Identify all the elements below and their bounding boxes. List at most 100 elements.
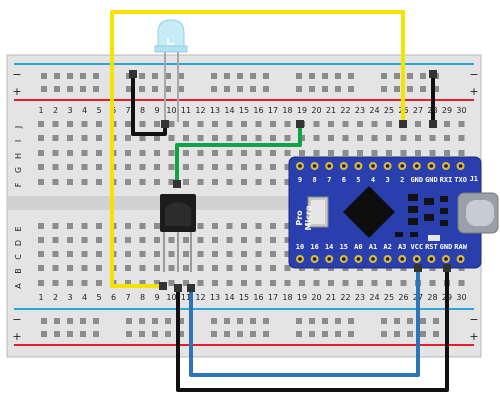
rail-hole <box>93 73 99 79</box>
rail-hole <box>237 318 243 324</box>
terminal-hole <box>67 265 73 271</box>
rail-hole <box>322 73 328 79</box>
column-number-top: 9 <box>154 106 159 115</box>
rail-hole <box>407 318 413 324</box>
row-letter-lower: D <box>14 240 23 246</box>
column-number-top: 4 <box>82 106 87 115</box>
terminal-hole <box>52 150 59 156</box>
terminal-hole <box>241 179 247 185</box>
terminal-hole <box>197 251 204 257</box>
terminal-hole <box>458 135 465 141</box>
rail-hole <box>348 331 354 337</box>
j1-label: J1 <box>470 175 478 183</box>
terminal-hole <box>139 164 146 170</box>
column-number-top: 17 <box>268 106 278 115</box>
terminal-hole <box>197 121 204 127</box>
arduino-pin-hole <box>342 257 346 261</box>
terminal-hole <box>67 251 73 257</box>
wire-blue <box>189 268 420 377</box>
rail-hole <box>420 73 426 79</box>
column-number-top: 19 <box>297 106 307 115</box>
terminal-hole <box>168 135 175 141</box>
terminal-hole <box>139 179 146 185</box>
ir-receiver <box>160 194 196 272</box>
terminal-hole <box>183 265 189 271</box>
rail-hole <box>309 331 315 337</box>
column-number-bottom: 7 <box>125 293 130 302</box>
terminal-hole <box>38 135 44 141</box>
terminal-hole <box>313 280 320 286</box>
terminal-hole <box>38 280 44 286</box>
terminal-hole <box>270 237 276 243</box>
column-number-bottom: 15 <box>239 293 249 302</box>
terminal-hole <box>212 280 218 286</box>
rail-hole <box>211 318 217 324</box>
arduino-bottom-pin-label: RAW <box>454 243 467 251</box>
rail-hole <box>394 318 400 324</box>
wire-yellow <box>110 10 405 288</box>
arduino-bottom-pin-label: 14 <box>325 243 333 251</box>
terminal-hole <box>197 164 204 170</box>
terminal-hole <box>183 135 189 141</box>
terminal-hole <box>81 121 88 127</box>
terminal-hole <box>241 135 247 141</box>
terminal-hole <box>270 150 276 156</box>
rail-hole <box>381 331 387 337</box>
board-name-pro: Pro <box>295 210 304 226</box>
terminal-hole <box>38 150 44 156</box>
rail-hole <box>67 318 73 324</box>
row-letter-upper: J <box>14 126 23 129</box>
arduino-pin-hole <box>429 257 434 261</box>
terminal-hole <box>168 280 175 286</box>
arduino-pin-hole <box>444 257 448 261</box>
rail-hole <box>263 318 269 324</box>
terminal-hole <box>139 223 146 229</box>
rail-hole <box>211 73 217 79</box>
rail-hole <box>165 331 171 337</box>
terminal-hole <box>386 280 392 286</box>
terminal-hole <box>139 237 146 243</box>
terminal-hole <box>371 135 378 141</box>
column-number-bottom: 10 <box>166 293 176 302</box>
terminal-hole <box>168 265 175 271</box>
terminal-hole <box>270 265 276 271</box>
column-number-bottom: 28 <box>427 293 437 302</box>
terminal-hole <box>212 121 218 127</box>
rail-hole <box>433 331 439 337</box>
arduino-bottom-pin-label: A0 <box>354 243 362 251</box>
terminal-hole <box>342 150 349 156</box>
column-number-bottom: 11 <box>181 293 191 302</box>
terminal-hole <box>96 150 102 156</box>
arduino-top-pin-label: 3 <box>385 176 389 184</box>
terminal-hole <box>183 237 189 243</box>
terminal-hole <box>313 121 320 127</box>
arduino-top-pin-label: TXO <box>454 176 467 184</box>
column-number-top: 12 <box>195 106 205 115</box>
terminal-hole <box>386 135 392 141</box>
rail-hole <box>165 318 171 324</box>
terminal-hole <box>255 265 262 271</box>
column-number-bottom: 21 <box>326 293 336 302</box>
terminal-hole <box>125 251 131 257</box>
rail-hole <box>348 86 354 92</box>
rail-hole <box>381 318 387 324</box>
row-letter-lower: B <box>14 268 23 274</box>
rail-hole <box>224 331 230 337</box>
terminal-hole <box>52 223 59 229</box>
arduino-pin-hole <box>415 164 419 168</box>
terminal-hole <box>241 237 247 243</box>
column-number-bottom: 20 <box>311 293 321 302</box>
column-number-bottom: 13 <box>210 293 220 302</box>
terminal-hole <box>212 237 218 243</box>
terminal-hole <box>154 251 160 257</box>
mcu-chip <box>343 186 395 238</box>
terminal-hole <box>255 223 262 229</box>
column-number-top: 5 <box>96 106 101 115</box>
rail-hole <box>93 331 99 337</box>
rail-plus-label-bottom-right: + <box>469 330 478 343</box>
column-number-top: 13 <box>210 106 220 115</box>
column-number-bottom: 16 <box>253 293 263 302</box>
arduino-pin-hole <box>327 257 332 261</box>
rail-hole <box>54 73 60 79</box>
column-number-top: 1 <box>38 106 43 115</box>
